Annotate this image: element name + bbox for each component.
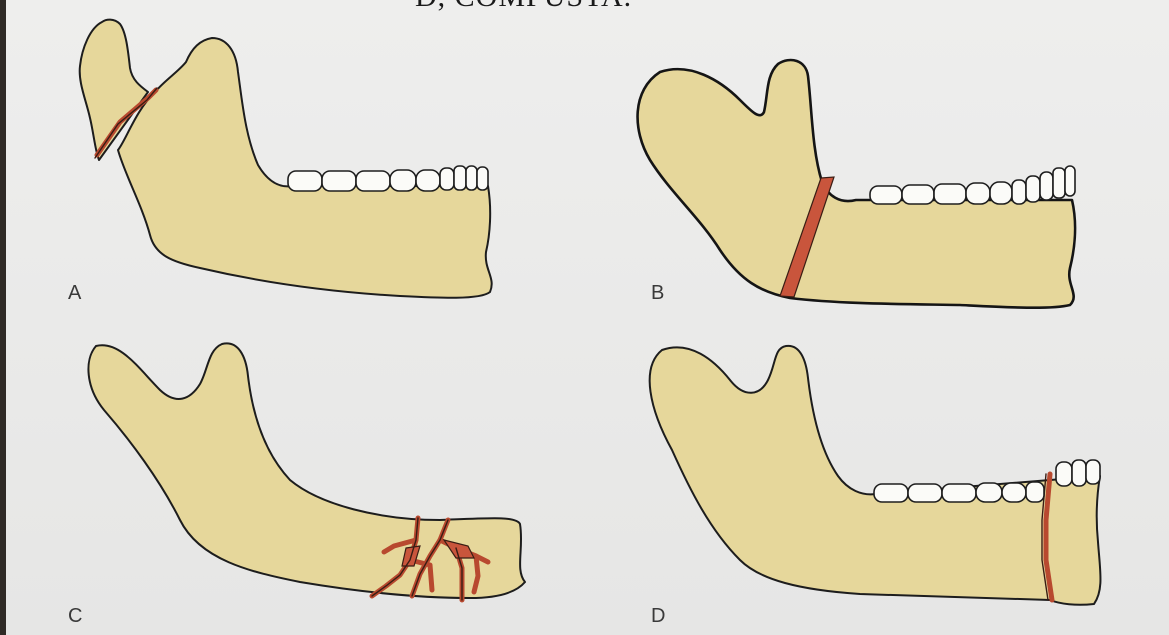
panel-d-mandible xyxy=(650,346,1101,605)
panel-d-label: D xyxy=(651,605,665,628)
